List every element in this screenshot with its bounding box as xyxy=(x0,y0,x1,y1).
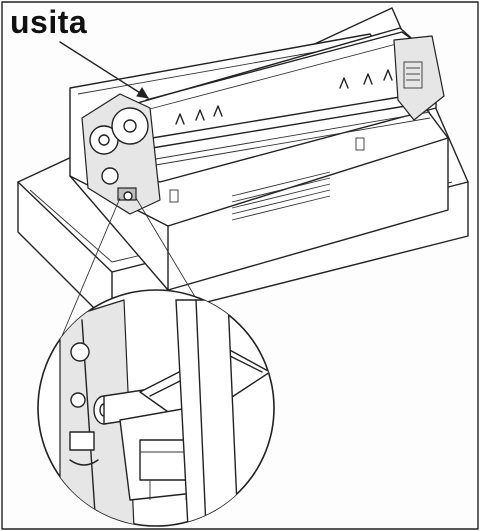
vent-slots xyxy=(231,171,331,221)
callout-label: usita xyxy=(10,4,88,40)
right-housing xyxy=(393,35,445,121)
tractor-teeth xyxy=(175,69,393,125)
zoom-line-left xyxy=(61,197,121,337)
label-arrow xyxy=(59,41,149,99)
side-button xyxy=(355,137,365,151)
print-mechanism xyxy=(81,27,445,215)
front-button xyxy=(169,189,179,203)
detail-magnifier xyxy=(37,289,275,527)
left-gear-assembly xyxy=(81,93,161,215)
